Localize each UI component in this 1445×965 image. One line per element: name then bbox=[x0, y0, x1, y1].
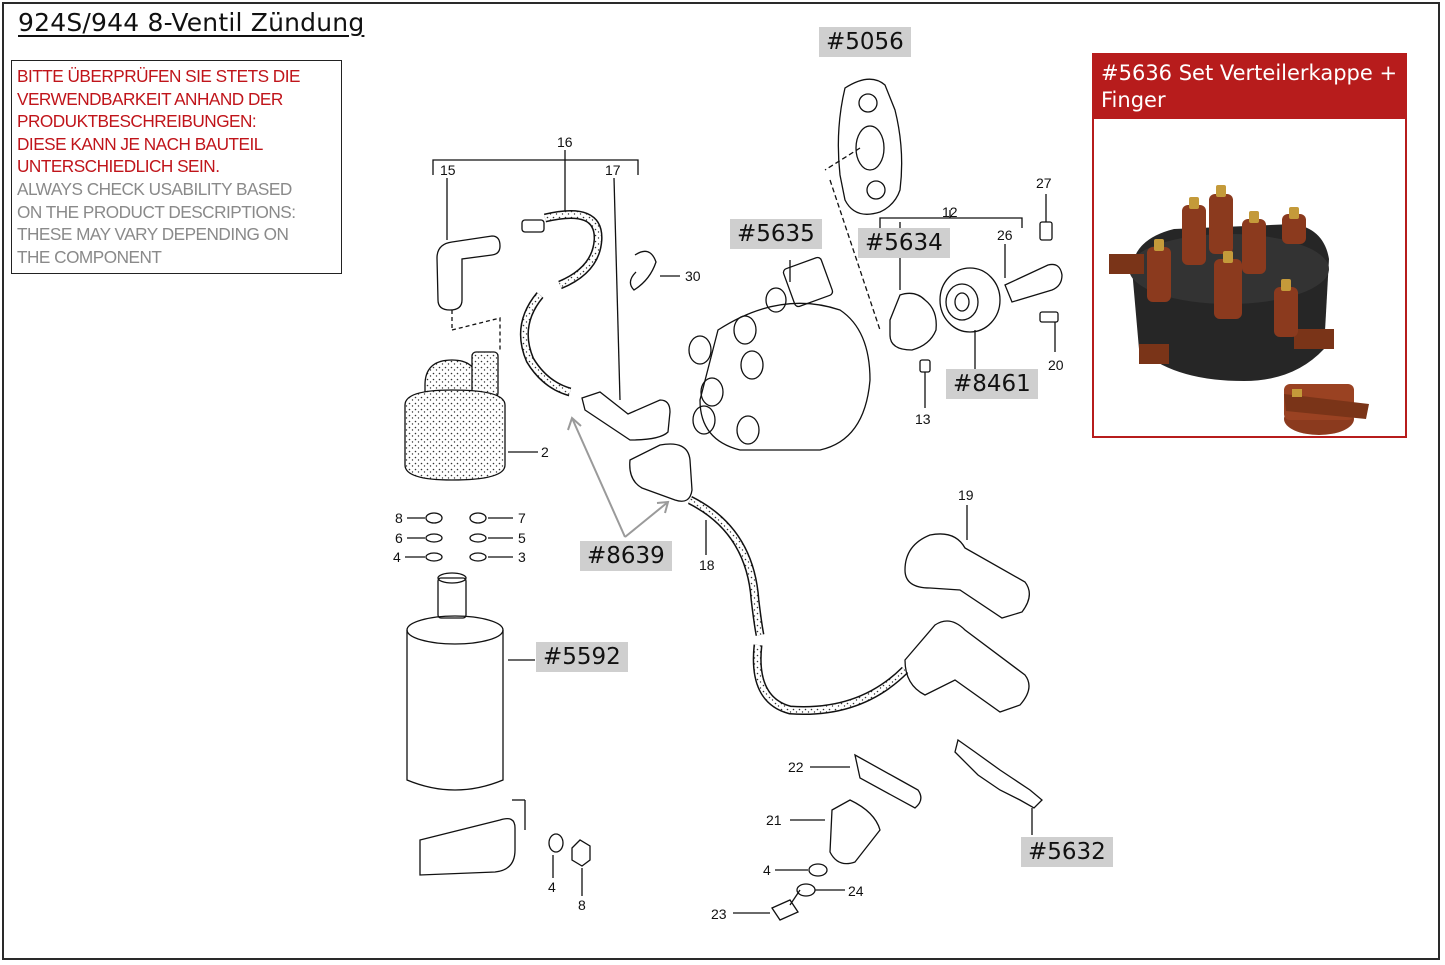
label-26: 26 bbox=[997, 227, 1013, 243]
label-4-bracket: 4 bbox=[548, 879, 556, 895]
label-8-upper: 8 bbox=[395, 510, 403, 526]
part-tag-8639[interactable]: #8639 bbox=[580, 541, 672, 571]
label-4-upper: 4 bbox=[393, 549, 401, 565]
label-20: 20 bbox=[1048, 357, 1064, 373]
small-hardware bbox=[405, 512, 513, 562]
coil-boot-2 bbox=[404, 351, 538, 481]
cap-photo bbox=[1109, 185, 1334, 381]
ht-lead-18 bbox=[629, 443, 1030, 715]
label-15: 15 bbox=[440, 162, 456, 178]
product-photo bbox=[1109, 185, 1369, 435]
ht-lead-16 bbox=[519, 210, 671, 441]
label-24: 24 bbox=[848, 883, 864, 899]
distributor-cap bbox=[688, 256, 871, 451]
label-6: 6 bbox=[395, 530, 403, 546]
label-21: 21 bbox=[766, 812, 782, 828]
notice-de-line-1: BITTE ÜBERPRÜFEN SIE STETS DIE bbox=[17, 66, 300, 86]
label-2: 2 bbox=[541, 444, 549, 460]
rotor-photo bbox=[1284, 384, 1369, 435]
label-30: 30 bbox=[685, 268, 701, 284]
label-19: 19 bbox=[958, 487, 974, 503]
product-callout-5636[interactable]: #5636 Set Verteilerkappe + Finger bbox=[1092, 53, 1407, 438]
rotor-and-shield bbox=[879, 194, 1063, 408]
label-18: 18 bbox=[699, 557, 715, 573]
label-7: 7 bbox=[518, 510, 526, 526]
usability-notice: BITTE ÜBERPRÜFEN SIE STETS DIE VERWENDBA… bbox=[11, 60, 342, 274]
part-tag-5056[interactable]: #5056 bbox=[819, 27, 911, 57]
notice-en-line-3: THESE MAY VARY DEPENDING ON bbox=[17, 224, 289, 245]
notice-de-line-5: UNTERSCHIEDLICH SEIN. bbox=[17, 156, 220, 177]
label-22: 22 bbox=[788, 759, 804, 775]
spark-plug bbox=[954, 738, 1043, 835]
part-tag-8461[interactable]: #8461 bbox=[946, 369, 1038, 399]
bracket-15-17 bbox=[432, 150, 639, 401]
label-27: 27 bbox=[1036, 175, 1052, 191]
notice-en-line-2: ON THE PRODUCT DESCRIPTIONS: bbox=[17, 201, 296, 222]
page-title: 924S/944 8-Ventil Zündung bbox=[18, 8, 365, 37]
ignition-coil bbox=[406, 572, 591, 896]
clip-30 bbox=[629, 250, 680, 291]
label-5: 5 bbox=[518, 530, 526, 546]
notice-de-line-2: VERWENDBARKEIT ANHAND DER bbox=[17, 88, 283, 109]
plug-connector-19 bbox=[904, 505, 1030, 619]
part-tag-5592[interactable]: #5592 bbox=[536, 642, 628, 672]
label-13: 13 bbox=[915, 411, 931, 427]
plug-connector-15 bbox=[436, 235, 501, 350]
callout-title: #5636 Set Verteilerkappe + Finger bbox=[1094, 55, 1405, 119]
label-23: 23 bbox=[711, 906, 727, 922]
notice-de-line-4: DIESE KANN JE NACH BAUTEIL bbox=[17, 133, 263, 154]
notice-en-line-4: THE COMPONENT bbox=[17, 246, 162, 267]
gasket bbox=[824, 78, 903, 331]
label-12: 12 bbox=[942, 204, 958, 220]
label-8-bracket: 8 bbox=[578, 897, 586, 913]
lead-holders bbox=[733, 753, 922, 921]
label-4-lower: 4 bbox=[763, 862, 771, 878]
notice-de-line-3: PRODUKTBESCHREIBUNGEN: bbox=[17, 111, 257, 132]
label-17: 17 bbox=[605, 162, 621, 178]
part-tag-5634[interactable]: #5634 bbox=[858, 228, 950, 258]
arrows-8639 bbox=[567, 416, 670, 538]
part-tag-5632[interactable]: #5632 bbox=[1021, 837, 1113, 867]
part-tag-5635[interactable]: #5635 bbox=[730, 219, 822, 249]
label-16: 16 bbox=[557, 134, 573, 150]
label-3: 3 bbox=[518, 549, 526, 565]
notice-en-line-1: ALWAYS CHECK USABILITY BASED bbox=[17, 178, 292, 199]
